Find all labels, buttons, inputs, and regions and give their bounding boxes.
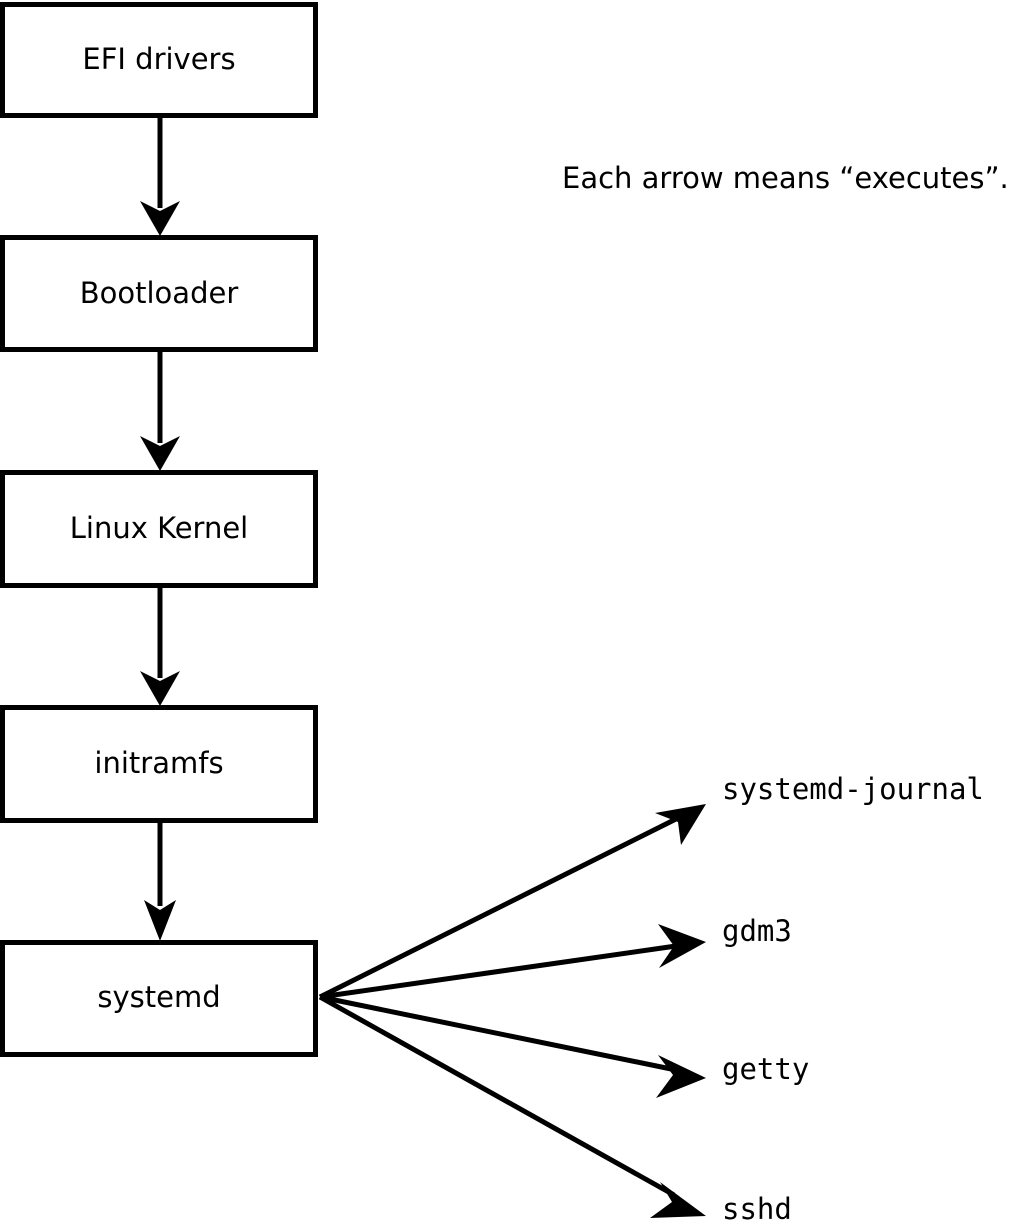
stage-box-efi-drivers[interactable]: EFI drivers: [0, 2, 318, 118]
arrow-systemd-to-getty: [319, 994, 706, 1098]
stage-box-systemd[interactable]: systemd: [0, 940, 318, 1057]
service-label-gdm3[interactable]: gdm3: [722, 914, 792, 948]
diagram-caption: Each arrow means “executes”.: [562, 161, 1009, 195]
stage-box-bootloader[interactable]: Bootloader: [0, 235, 318, 352]
arrow-initramfs-to-systemd-head: [144, 900, 176, 941]
arrow-systemd-to-systemd-journal-head: [655, 804, 706, 845]
service-label-sshd[interactable]: sshd: [722, 1192, 792, 1226]
arrow-bootloader-to-kernel-head: [140, 436, 180, 471]
stage-box-efi-drivers-label: EFI drivers: [82, 42, 235, 76]
arrow-systemd-to-getty-head: [656, 1055, 706, 1098]
arrow-kernel-to-initramfs-head: [140, 671, 180, 706]
stage-box-linux-kernel-rect: [0, 470, 318, 588]
service-label-systemd-journal[interactable]: systemd-journal: [722, 772, 984, 806]
arrow-efi-to-bootloader: [140, 117, 180, 236]
stage-box-bootloader-label: Bootloader: [80, 276, 239, 310]
stage-box-linux-kernel[interactable]: Linux Kernel: [0, 470, 318, 588]
stage-box-systemd-rect: [0, 940, 318, 1057]
stage-box-initramfs[interactable]: initramfs: [0, 705, 318, 823]
arrow-systemd-to-systemd-journal: [318, 804, 706, 1000]
stage-box-linux-kernel-label: Linux Kernel: [70, 511, 248, 545]
service-label-getty[interactable]: getty: [722, 1052, 809, 1086]
arrow-kernel-to-initramfs: [140, 586, 180, 706]
arrow-efi-to-bootloader-head: [140, 201, 180, 236]
arrow-systemd-to-sshd-head: [650, 1182, 706, 1218]
arrow-systemd-to-gdm3-head: [658, 924, 706, 968]
stage-box-bootloader-rect: [0, 235, 318, 352]
arrow-bootloader-to-kernel: [140, 350, 180, 471]
stage-box-systemd-label: systemd: [97, 980, 220, 1014]
stage-box-initramfs-rect: [0, 705, 318, 823]
arrow-systemd-to-gdm3: [319, 924, 706, 1000]
stage-box-initramfs-label: initramfs: [94, 746, 223, 780]
arrow-initramfs-to-systemd: [144, 821, 176, 941]
arrow-systemd-to-sshd: [318, 994, 706, 1218]
stage-box-efi-drivers-rect: [0, 2, 318, 118]
